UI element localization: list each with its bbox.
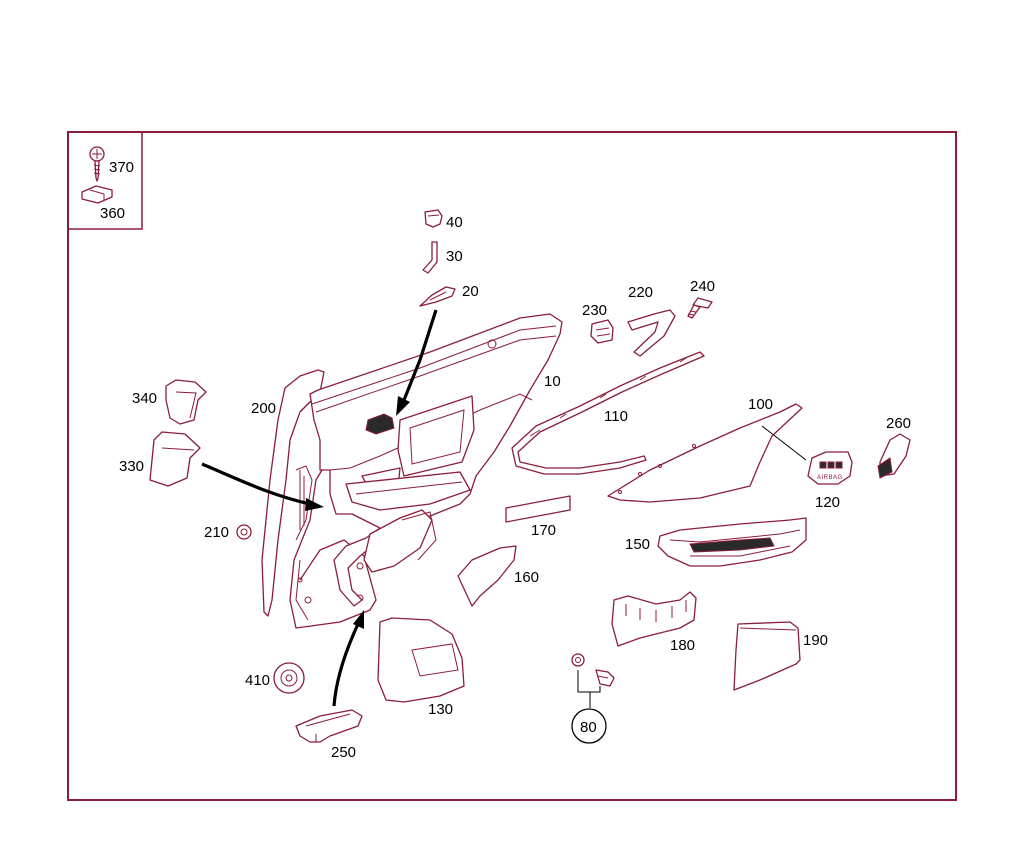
label-20: 20 — [462, 283, 479, 300]
part-20-handle[interactable] — [419, 286, 456, 307]
part-130-door-pocket[interactable] — [377, 617, 465, 703]
label-120: 120 — [815, 494, 840, 511]
part-230-clip[interactable] — [590, 319, 614, 344]
part-120-airbag-emblem[interactable]: AIRBAG — [807, 451, 853, 485]
part-330-cover[interactable] — [149, 431, 201, 487]
part-260-switch-cover[interactable] — [877, 433, 911, 479]
label-180: 180 — [670, 637, 695, 654]
label-330: 330 — [119, 458, 144, 475]
part-190-panel[interactable] — [733, 621, 801, 691]
leader-line-100 — [761, 425, 807, 461]
assembly-arrow-250 — [332, 610, 364, 707]
part-340-cover[interactable] — [165, 379, 207, 425]
label-210: 210 — [204, 524, 229, 541]
label-410: 410 — [245, 672, 270, 689]
label-40: 40 — [446, 214, 463, 231]
part-10-door-panel[interactable] — [299, 313, 563, 607]
label-340: 340 — [132, 390, 157, 407]
label-360: 360 — [100, 205, 125, 222]
fastener-inset-box — [68, 132, 143, 230]
label-190: 190 — [803, 632, 828, 649]
part-410-cap[interactable] — [273, 662, 305, 694]
part-40-clip[interactable] — [424, 209, 443, 228]
label-240: 240 — [690, 278, 715, 295]
assembly-arrow-330 — [201, 462, 324, 511]
label-200: 200 — [251, 400, 276, 417]
label-250: 250 — [331, 744, 356, 761]
part-360-clip[interactable] — [81, 185, 113, 204]
label-370: 370 — [109, 159, 134, 176]
part-160-trim-panel[interactable] — [457, 545, 517, 607]
label-110: 110 — [604, 408, 628, 425]
part-220-trim-strip[interactable] — [627, 309, 676, 357]
label-220: 220 — [628, 284, 653, 301]
part-210-grommet[interactable] — [236, 524, 252, 540]
label-260: 260 — [886, 415, 911, 432]
part-170-foil-strip[interactable] — [505, 495, 571, 523]
airbag-text: AIRBAG — [817, 475, 843, 481]
label-230: 230 — [582, 302, 607, 319]
part-180-bracket[interactable] — [611, 591, 697, 647]
label-160: 160 — [514, 569, 539, 586]
part-110-seal-strip[interactable] — [511, 351, 705, 475]
diagram-frame — [67, 131, 957, 801]
label-80: 80 — [580, 719, 597, 736]
label-10: 10 — [544, 373, 561, 390]
callout-lines-80 — [577, 670, 601, 708]
label-100: 100 — [748, 396, 773, 413]
callout-circle-80 — [571, 708, 607, 744]
part-80-nut-and-bolt[interactable] — [571, 653, 615, 687]
label-150: 150 — [625, 536, 650, 553]
part-250-holder[interactable] — [295, 709, 363, 743]
label-30: 30 — [446, 248, 463, 265]
part-100-window-glass[interactable] — [607, 403, 803, 503]
label-130: 130 — [428, 701, 453, 718]
assembly-arrow-20 — [396, 309, 438, 416]
part-370-screw[interactable] — [89, 146, 105, 182]
part-240-screw[interactable] — [687, 297, 713, 319]
part-150-armrest-trim[interactable] — [657, 517, 807, 567]
label-170: 170 — [531, 522, 556, 539]
part-30-rod[interactable] — [422, 241, 438, 274]
